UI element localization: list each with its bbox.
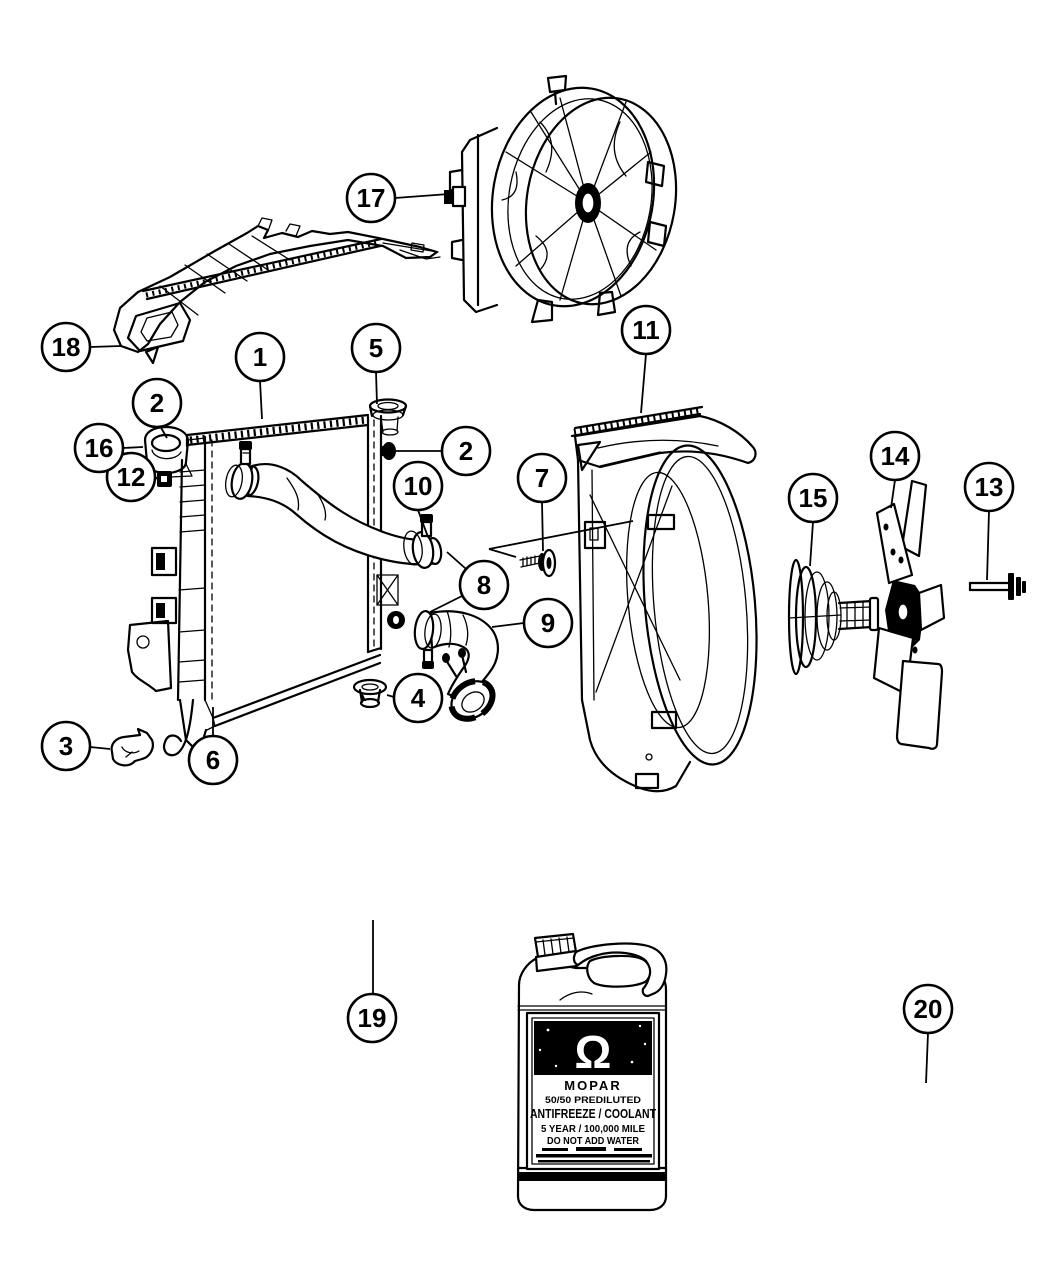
callout-4[interactable]: 4	[386, 672, 444, 724]
svg-text:8: 8	[477, 570, 491, 600]
svg-text:13: 13	[975, 472, 1004, 502]
callout-12[interactable]: 12	[105, 451, 161, 503]
mopar-omega-logo-icon: Ω	[575, 1026, 612, 1078]
fan-clutch	[787, 558, 880, 676]
shroud-tabs	[576, 440, 678, 790]
callout-20[interactable]: 20	[902, 983, 954, 1084]
clutch-shaft	[837, 596, 880, 632]
svg-text:18: 18	[52, 332, 81, 362]
svg-text:5: 5	[369, 333, 383, 363]
callout-13[interactable]: 13	[963, 461, 1015, 581]
jug-handle	[572, 942, 668, 998]
upper-hose-clamp-left	[224, 441, 254, 500]
label-fine-print	[536, 1147, 652, 1163]
svg-text:10: 10	[404, 471, 433, 501]
blade-rivets	[883, 523, 918, 654]
callout-9[interactable]: 9	[491, 597, 574, 649]
draincock	[352, 678, 388, 709]
callout-14[interactable]: 14	[869, 430, 921, 509]
callout-1[interactable]: 1	[234, 331, 286, 420]
fan-spokes	[501, 97, 657, 301]
callout-8[interactable]: 8	[429, 551, 510, 613]
jug-cap	[533, 932, 579, 973]
coolant-jug: Ω MOPAR 50/50 PREDILUTED ANTIFREEZE / CO…	[516, 932, 668, 1212]
upper-radiator-hose	[224, 441, 443, 569]
svg-text:15: 15	[799, 483, 828, 513]
svg-text:19: 19	[358, 1003, 387, 1033]
jug-line2: ANTIFREEZE / COOLANT	[530, 1107, 656, 1121]
svg-text:14: 14	[881, 441, 910, 471]
jug-line3: 5 YEAR / 100,000 MILE	[541, 1124, 645, 1135]
svg-text:16: 16	[85, 433, 114, 463]
shield-ribs	[159, 217, 441, 316]
lower-hose-clamp	[413, 609, 442, 669]
svg-text:3: 3	[59, 731, 73, 761]
callout-6[interactable]: 6	[187, 707, 239, 786]
svg-text:17: 17	[357, 183, 386, 213]
jug-label: Ω MOPAR 50/50 PREDILUTED ANTIFREEZE / CO…	[525, 1011, 661, 1171]
tank-foot-bracket	[126, 619, 173, 693]
fan-shroud	[570, 405, 758, 793]
callout-15[interactable]: 15	[787, 472, 839, 567]
jug-brand: MOPAR	[564, 1078, 621, 1093]
radiator-side-fitting	[381, 442, 396, 460]
callout-19[interactable]: 19	[346, 920, 398, 1044]
tank-clamp	[157, 471, 172, 487]
lower-radiator-hose	[413, 609, 499, 722]
svg-text:20: 20	[914, 994, 943, 1024]
upper-hose-clamp-right	[403, 514, 435, 569]
radiator-lower-outlet	[376, 574, 405, 629]
callout-3[interactable]: 3	[40, 720, 111, 772]
callout-11[interactable]: 11	[620, 304, 672, 414]
fan-blade	[872, 479, 946, 750]
radiator-cap	[368, 398, 408, 436]
callout-5[interactable]: 5	[350, 322, 402, 405]
jug-line1: 50/50 PREDILUTED	[545, 1095, 641, 1106]
callout-7[interactable]: 7	[516, 452, 568, 552]
svg-text:4: 4	[411, 683, 426, 713]
lower-hose-spring-clamp	[442, 648, 496, 722]
tank-pegs	[150, 546, 178, 625]
svg-text:7: 7	[535, 463, 549, 493]
fan-connector-knob	[444, 185, 467, 208]
electric-fan-assembly	[444, 74, 678, 324]
coolant-recovery-tank	[126, 425, 213, 757]
svg-text:6: 6	[206, 745, 220, 775]
fan-frame	[448, 74, 668, 324]
svg-text:1: 1	[253, 342, 267, 372]
tank-ribs	[178, 469, 206, 683]
svg-text:12: 12	[117, 462, 146, 492]
shield-end-bracket	[126, 301, 192, 365]
label-black-band	[534, 1021, 652, 1075]
callouts: 1 2 2 3 4 5 6	[40, 172, 1015, 1084]
retainer-clip	[110, 727, 154, 767]
svg-text:2: 2	[150, 388, 164, 418]
callout-17[interactable]: 17	[345, 172, 450, 224]
svg-text:11: 11	[632, 315, 660, 345]
svg-text:9: 9	[541, 608, 555, 638]
sight-shield	[112, 217, 441, 365]
callout-2-left[interactable]: 2	[131, 377, 183, 439]
callout-18[interactable]: 18	[40, 321, 122, 373]
svg-text:2: 2	[459, 436, 473, 466]
callout-16[interactable]: 16	[73, 422, 144, 474]
callout-10[interactable]: 10	[392, 460, 444, 538]
fan-bolt	[968, 573, 1026, 600]
shroud-bolt	[488, 520, 634, 578]
callout-2-right[interactable]: 2	[396, 425, 492, 477]
jug-line4: DO NOT ADD WATER	[547, 1136, 640, 1147]
